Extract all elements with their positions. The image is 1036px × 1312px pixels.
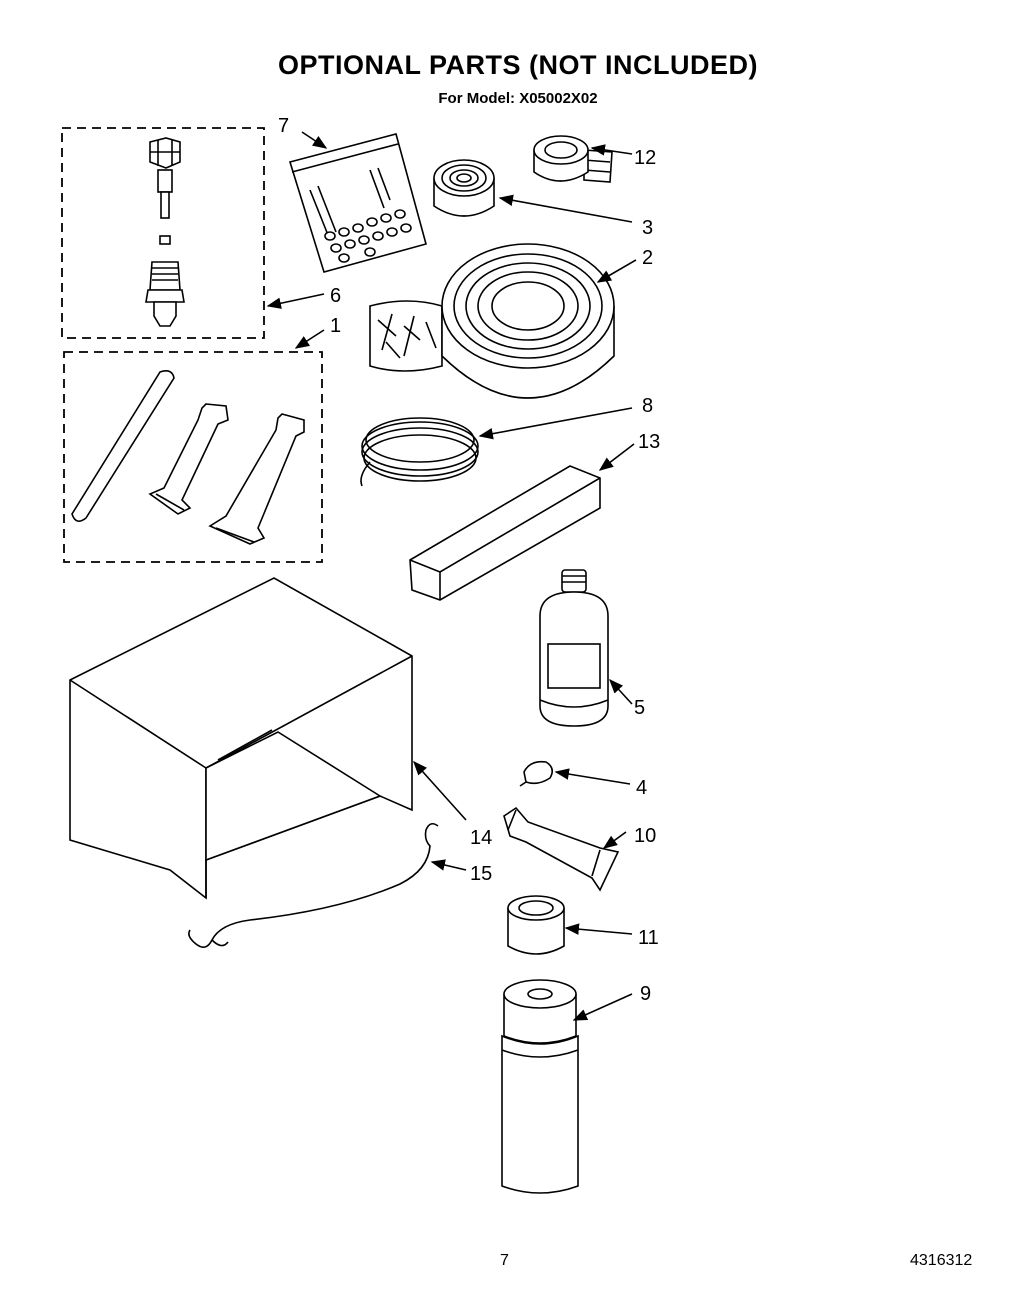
callout-14: 14	[470, 827, 492, 849]
part-2-insulation-roll	[369, 243, 615, 399]
part-9-spray-can	[501, 979, 579, 1194]
page-number: 7	[500, 1252, 509, 1269]
part-3-tape-roll	[433, 159, 495, 217]
part-5-bottle	[539, 569, 609, 727]
leader-lines	[266, 131, 637, 1021]
part-14-cover	[69, 577, 413, 900]
callout-10: 10	[634, 825, 656, 847]
part-8-wire-coil	[360, 417, 479, 487]
callout-2: 2	[642, 247, 653, 269]
part-11-roll	[507, 895, 565, 955]
callout-13: 13	[638, 431, 660, 453]
part-12-tape-roll	[533, 135, 613, 183]
part-6-valve-kit	[61, 127, 265, 339]
part-10-tube	[503, 806, 620, 892]
callout-9: 9	[640, 983, 651, 1005]
callout-3: 3	[642, 217, 653, 239]
part-1-tube-kit	[63, 351, 323, 563]
part-4-capsule	[519, 760, 554, 787]
callout-11: 11	[638, 927, 659, 949]
callout-12: 12	[634, 147, 656, 169]
part-13-foam-block	[409, 465, 601, 601]
callout-4: 4	[636, 777, 647, 799]
page-title: OPTIONAL PARTS (NOT INCLUDED)	[278, 50, 758, 80]
callout-7: 7	[278, 115, 289, 137]
document-number: 4316312	[910, 1252, 973, 1269]
callout-6: 6	[330, 285, 341, 307]
callout-5: 5	[634, 697, 645, 719]
callout-8: 8	[642, 395, 653, 417]
part-15-cord	[188, 822, 439, 948]
model-line: For Model: X05002X02	[438, 90, 598, 107]
part-7-fastener-bag	[288, 133, 427, 273]
callout-15: 15	[470, 863, 492, 885]
callout-1: 1	[330, 315, 341, 337]
